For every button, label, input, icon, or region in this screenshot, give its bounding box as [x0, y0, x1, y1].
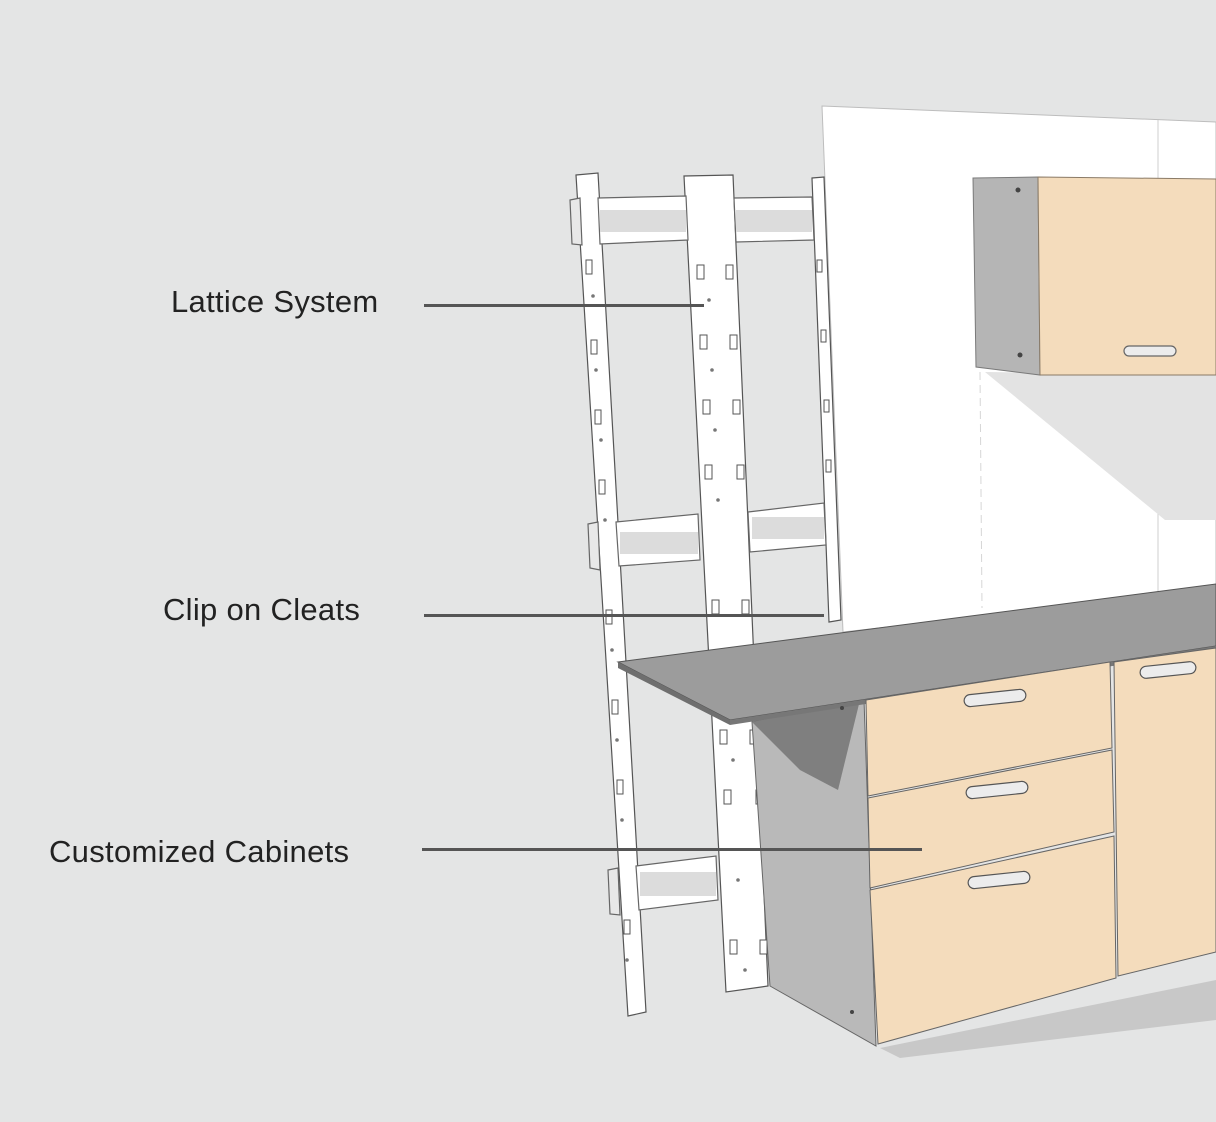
- cleats-top: [569, 195, 815, 246]
- leader-line-customized-cabinets: [422, 848, 922, 851]
- leader-line-clip-on-cleats: [424, 614, 824, 617]
- cleats-bottom: [607, 855, 719, 916]
- cleats-middle: [587, 502, 827, 571]
- callout-label-customized-cabinets: Customized Cabinets: [49, 834, 350, 869]
- base-cabinet-drawers: [865, 647, 1216, 1045]
- callout-label-lattice-system: Lattice System: [171, 284, 379, 319]
- base-cabinet-side: [751, 699, 1216, 1058]
- leader-line-lattice-system: [424, 304, 704, 307]
- upper-cabinet: [972, 176, 1216, 376]
- cabinet-screws: [840, 706, 854, 1014]
- drawer-handles: [963, 661, 1197, 890]
- callout-label-clip-on-cleats: Clip on Cleats: [163, 592, 361, 627]
- rail-holes: [591, 294, 747, 972]
